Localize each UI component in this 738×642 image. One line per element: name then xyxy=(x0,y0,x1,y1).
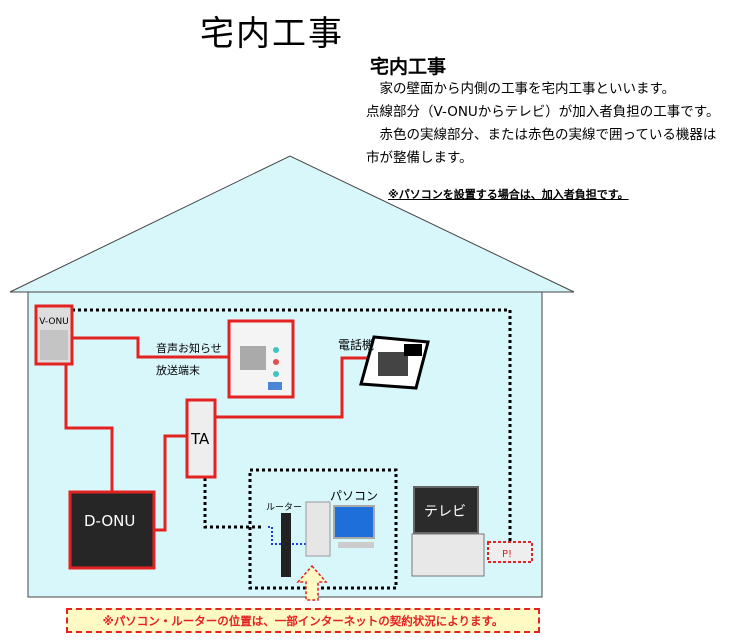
router-label: ルーター xyxy=(266,502,302,513)
info-line: 家の壁面から内側の工事を宅内工事といいます。 xyxy=(366,81,676,97)
v-onu-label: V-ONU xyxy=(39,317,69,327)
speaker-label-line1: 音声お知らせ xyxy=(156,341,222,355)
pc-label: パソコン xyxy=(330,489,378,503)
speaker-panel xyxy=(268,382,282,390)
telephone-keypad xyxy=(378,352,408,376)
info-heading: 宅内工事 xyxy=(370,56,447,78)
v-onu-panel xyxy=(40,330,68,360)
pc-area-box xyxy=(248,468,398,590)
ta-pc-dotted-line xyxy=(203,478,262,529)
d-onu-label: D-ONU xyxy=(84,512,135,530)
subscriber-dotted-line xyxy=(72,308,512,548)
pc-monitor-icon xyxy=(333,505,375,539)
pc-tower-icon xyxy=(305,501,331,557)
tv-icon xyxy=(413,486,479,534)
info-line: 点線部分（V-ONUからテレビ）が加入者負担の工事です。 xyxy=(366,104,720,120)
speaker-button xyxy=(273,347,279,353)
d-onu-device xyxy=(68,490,156,570)
speaker-grille xyxy=(240,346,266,370)
speaker-button xyxy=(273,359,279,365)
tv-label: テレビ xyxy=(424,504,466,520)
info-line: 赤色の実線部分、または赤色の実線で囲っている機器は市が整備します。 xyxy=(366,127,717,166)
bottom-note: ※パソコン・ルーターの位置は、一部インターネットの契約状況によります。 xyxy=(66,608,540,633)
phone-label: 電話機 xyxy=(338,337,374,352)
info-text: 家の壁面から内側の工事を宅内工事といいます。 点線部分（V-ONUからテレビ）が… xyxy=(366,78,726,170)
ta-label: TA xyxy=(190,430,210,448)
speaker-label-line2: 放送端末 xyxy=(156,363,200,377)
router-icon xyxy=(281,513,291,577)
outlet-icon xyxy=(487,541,533,563)
ta-device xyxy=(185,398,217,479)
house-roof xyxy=(9,155,575,293)
pc-keyboard-icon xyxy=(338,542,374,548)
tv-stand xyxy=(411,533,485,577)
note-arrow xyxy=(296,564,328,601)
outlet-label: P! xyxy=(502,549,512,560)
pc-note: ※パソコンを設置する場合は、加入者負担です。 xyxy=(388,188,629,201)
speaker-button xyxy=(273,371,279,377)
router-link xyxy=(268,526,282,545)
page-title: 宅内工事 xyxy=(200,14,344,54)
telephone-handset xyxy=(404,344,422,356)
